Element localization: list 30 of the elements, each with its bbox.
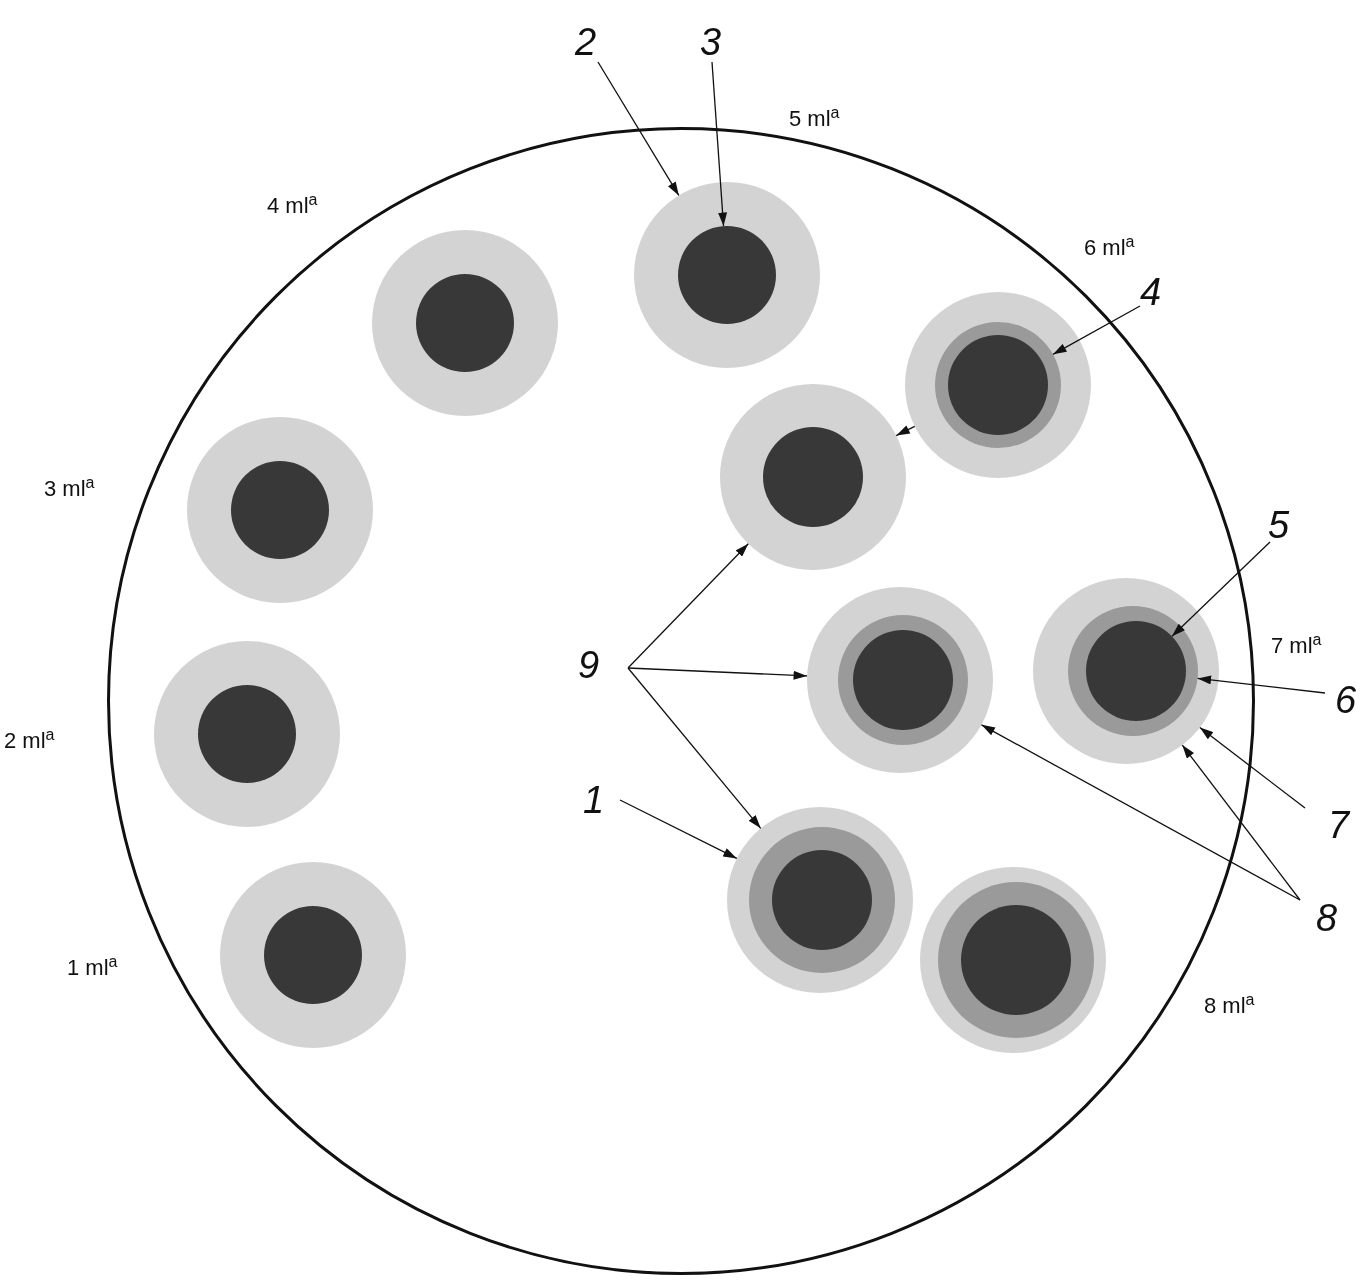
callout-number: 5 <box>1268 504 1290 546</box>
volume-label: 5 ml$^{a}$ <box>789 103 840 133</box>
callout-number: 2 <box>575 21 597 63</box>
leader-line <box>627 667 808 680</box>
leader-line <box>627 543 749 669</box>
volume-label: 2 ml$^{a}$ <box>4 725 55 755</box>
leader-line <box>627 667 762 829</box>
volume-label: 8 ml$^{a}$ <box>1204 990 1255 1020</box>
leader-line <box>1052 305 1141 355</box>
callout-number: 7 <box>1328 804 1350 846</box>
leader-line <box>980 724 1301 901</box>
callout-number: 6 <box>1335 679 1357 721</box>
leader-line <box>1199 726 1306 809</box>
callout-number: 3 <box>700 21 722 63</box>
volume-label: 4 ml$^{a}$ <box>267 190 318 220</box>
volume-label: 3 ml$^{a}$ <box>44 473 95 503</box>
volume-label: 1 ml$^{a}$ <box>67 952 118 982</box>
callout-number: 4 <box>1140 271 1162 313</box>
leader-line <box>711 61 728 227</box>
leader-line <box>1196 675 1326 694</box>
leader-line <box>597 61 680 197</box>
volume-label: 6 ml$^{a}$ <box>1084 232 1135 262</box>
leader-line <box>619 799 738 860</box>
callout-number: 8 <box>1316 897 1338 939</box>
leader-line <box>1171 541 1271 637</box>
callout-number: 9 <box>578 644 600 686</box>
leader-line <box>1181 744 1301 901</box>
volume-label: 7 ml$^{a}$ <box>1271 630 1322 660</box>
arrow <box>895 425 916 437</box>
callout-number: 1 <box>583 779 605 821</box>
